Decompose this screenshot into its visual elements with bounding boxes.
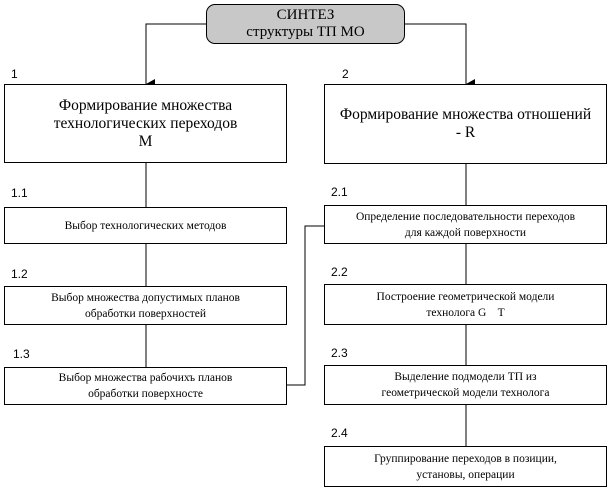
right-main-line2: - R	[455, 124, 476, 141]
left-main-line3: M	[138, 132, 153, 150]
right-item-2-line2: технолога G T	[426, 306, 505, 319]
right-item-1-line2: для каждой поверхности	[404, 226, 527, 239]
right-number: 2	[342, 67, 349, 81]
left-item-3-number: 1.3	[13, 347, 30, 361]
left-item-1-line1: Выбор технологических методов	[64, 219, 227, 232]
right-item-4-number: 2.4	[331, 426, 348, 440]
left-item-2-line2: обработки поверхностей	[85, 307, 206, 320]
left-main-box: Формирование множества технологических п…	[4, 84, 287, 163]
left-main-text: Формирование множества технологических п…	[54, 97, 238, 151]
connector-root-right	[405, 23, 475, 89]
right-item-4-line2: установы, операции	[416, 468, 515, 481]
left-item-2-number: 1.2	[11, 267, 28, 281]
left-item-3-box: Выбор множества рабочихъ планов обработк…	[4, 367, 287, 405]
right-main-box: Формирование множества отношений - R	[324, 84, 607, 164]
left-item-3-line1: Выбор множества рабочихъ планов	[58, 372, 233, 384]
right-item-3-line2: геометрической модели технолога	[381, 387, 550, 399]
right-item-1-line1: Определение последовательности переходов	[355, 210, 576, 223]
left-item-2-line1: Выбор множества допустимых планов	[51, 291, 240, 304]
root-text: СИНТЕЗ структуры ТП МО	[246, 7, 364, 41]
right-item-2-box: Построение геометрической модели техноло…	[324, 284, 607, 325]
right-main-line1: Формирование множества отношений	[339, 106, 592, 123]
right-item-4-box: Группирование переходов в позиции, устан…	[324, 446, 607, 487]
left-item-1-number: 1.1	[11, 186, 28, 200]
root-box: СИНТЕЗ структуры ТП МО	[206, 4, 405, 44]
left-main-line2: технологических переходов	[53, 114, 238, 132]
left-item-1-box: Выбор технологических методов	[4, 207, 287, 244]
right-main-text: Формирование множества отношений - R	[340, 106, 591, 142]
root-title: СИНТЕЗ	[276, 7, 335, 23]
right-item-3-box: Выделение подмодели ТП из геометрической…	[324, 365, 607, 405]
right-item-3-number: 2.3	[331, 346, 348, 360]
right-item-1-number: 2.1	[331, 185, 348, 199]
connector-cross	[287, 225, 324, 386]
left-main-line1: Формирование множества	[58, 96, 233, 114]
left-item-3-line2: обработки поверхносте	[88, 388, 203, 400]
right-item-1-box: Определение последовательности переходов…	[324, 205, 607, 244]
left-number: 1	[11, 67, 18, 81]
connector-root-left	[145, 23, 206, 89]
right-item-4-line1: Группирование переходов в позиции,	[374, 452, 557, 465]
right-item-2-line1: Построение геометрической модели	[376, 290, 555, 303]
left-item-2-box: Выбор множества допустимых планов обрабо…	[4, 286, 287, 325]
right-item-3-line1: Выделение подмодели ТП из	[394, 371, 537, 383]
right-item-2-number: 2.2	[331, 265, 348, 279]
root-subtitle: структуры ТП МО	[246, 24, 365, 40]
